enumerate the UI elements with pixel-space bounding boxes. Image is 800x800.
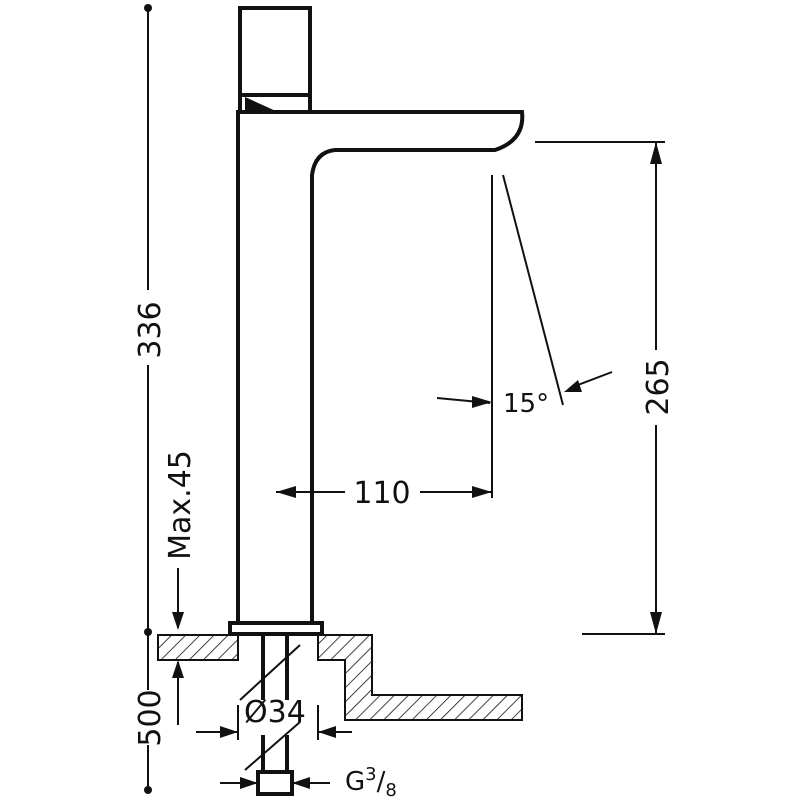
spout-height-dimension (535, 141, 665, 635)
spray-angle-label: 15° (503, 389, 549, 419)
total-height-label: 336 (133, 301, 168, 358)
hose-length-label: 500 (133, 689, 168, 746)
hole-diameter-dimension (196, 705, 352, 740)
deck-thickness-label: Max.45 (163, 450, 198, 560)
thread-label: G3/8 (345, 764, 397, 800)
deck-thickness-dimension (172, 568, 184, 725)
faucet-body (236, 110, 525, 627)
spout-reach-label: 110 (353, 476, 410, 511)
faucet-base-flange (228, 621, 324, 636)
countertop-deck (157, 634, 523, 721)
thread-dimension (220, 777, 330, 789)
handle-wedge (245, 97, 278, 112)
water-stream-angle (436, 174, 613, 498)
spout-reach-dimension (276, 486, 492, 498)
left-dimension-line (144, 4, 152, 794)
hole-diameter-label: Ø34 (244, 695, 306, 730)
spout-height-label: 265 (641, 358, 676, 415)
